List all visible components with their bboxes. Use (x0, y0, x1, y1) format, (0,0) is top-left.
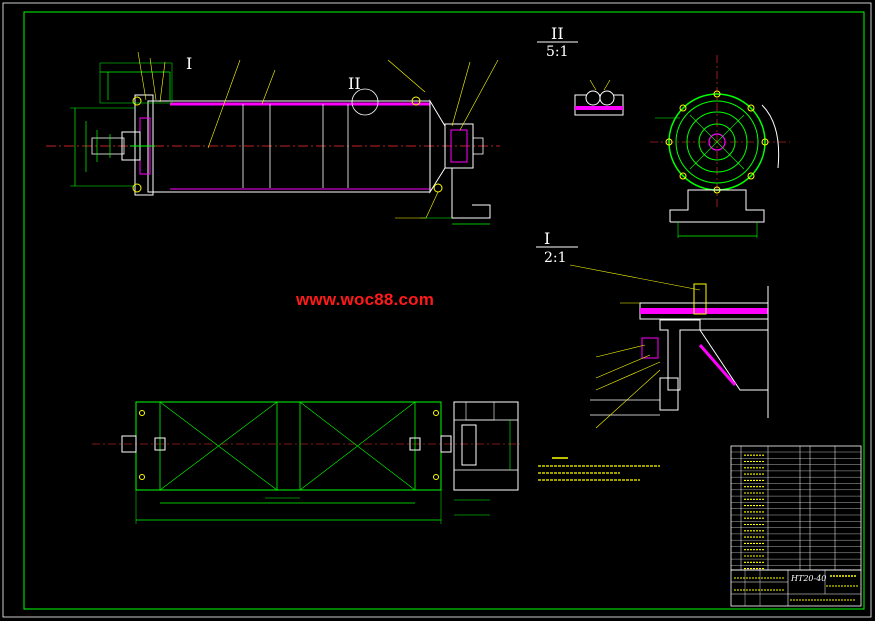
top-plan-view (92, 401, 520, 524)
detail-I-view: I 2:1 (536, 229, 769, 429)
main-section-view: I II (46, 51, 500, 225)
section-mark-II: II (348, 74, 361, 93)
watermark-text: www.woc88.com (296, 290, 435, 309)
drawing-number: HT20-40 (790, 574, 826, 583)
detail-I-label: I (544, 229, 550, 248)
detail-II-label: II (551, 24, 564, 43)
detail-I-scale: 2:1 (544, 250, 567, 266)
inner-frame (23, 11, 865, 610)
section-mark-I: I (186, 54, 192, 73)
detail-II-view: II 5:1 (537, 24, 624, 116)
side-end-view (650, 55, 790, 238)
technical-notes (538, 457, 660, 481)
parts-list-table (730, 445, 862, 571)
detail-II-scale: 5:1 (546, 44, 569, 60)
title-block: HT20-40 (730, 569, 862, 607)
